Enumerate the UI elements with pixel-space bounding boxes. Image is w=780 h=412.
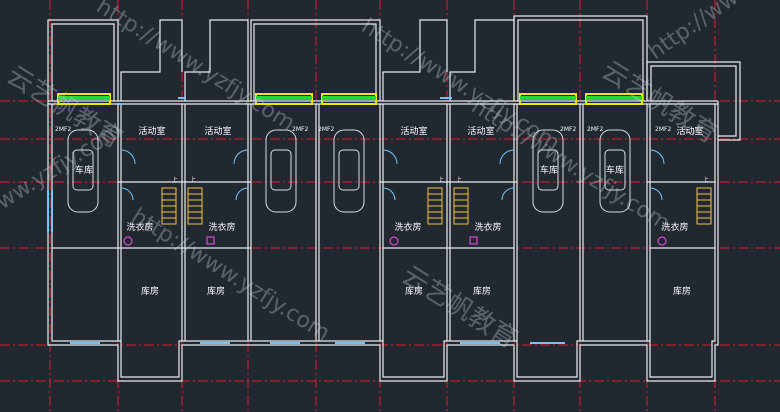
- room-activity: 活动室: [676, 125, 703, 137]
- car-icons: [67, 129, 631, 213]
- room-laundry: 洗衣房: [126, 221, 153, 233]
- stairs: [161, 187, 712, 225]
- room-activity: 活动室: [204, 125, 231, 137]
- stair-up-label: 上: [703, 176, 709, 184]
- room-laundry: 洗衣房: [208, 221, 235, 233]
- window-tag: 2MF2: [587, 126, 603, 133]
- room-storage: 库房: [207, 285, 225, 297]
- window-tag: 2MF2: [560, 126, 576, 133]
- stair-up-label: 上: [456, 176, 462, 184]
- room-storage: 库房: [405, 285, 423, 297]
- room-garage: 车库: [75, 164, 93, 176]
- watermarks: http://www.yzfjy.com http://www.yzfjy.co…: [0, 0, 780, 355]
- laundry-fixtures: [123, 236, 667, 246]
- window-tag: 2MF2: [318, 126, 334, 133]
- stair-up-label: 上: [438, 176, 444, 184]
- watermark-brand: 云艺帆教育: [596, 55, 722, 149]
- room-laundry: 洗衣房: [661, 221, 688, 233]
- walls: [47, 15, 741, 382]
- stair-up-label: 上: [190, 176, 196, 184]
- room-garage: 车库: [540, 164, 558, 176]
- room-labels: 活动室 活动室 活动室 活动室 活动室 车库 车库 车库 洗衣房 洗衣房 洗衣房…: [75, 125, 704, 297]
- room-storage: 库房: [473, 285, 491, 297]
- window-tag: 2MF2: [655, 126, 671, 133]
- window-tag: 2MF2: [292, 126, 308, 133]
- room-activity: 活动室: [467, 125, 494, 137]
- car-icon: [532, 129, 564, 213]
- watermark-url: http://www.yzfjy.com: [467, 94, 674, 236]
- room-activity: 活动室: [138, 125, 165, 137]
- side-windows: [47, 97, 565, 344]
- car-icon: [265, 129, 297, 213]
- car-icon: [599, 129, 631, 213]
- watermark-brand: 云艺帆教育: [1, 60, 127, 154]
- room-activity: 活动室: [400, 125, 427, 137]
- car-icon: [333, 129, 365, 213]
- stair-up-label: 上: [172, 176, 178, 184]
- room-storage: 库房: [673, 285, 691, 297]
- window-tags: 2MF2 2MF2 2MF2 2MF2 2MF2 2MF2: [55, 126, 671, 133]
- front-windows: [57, 93, 643, 105]
- door-swings: [120, 149, 665, 201]
- stair-up-marks: 上 上 上 上 上: [172, 176, 709, 184]
- room-storage: 库房: [141, 285, 159, 297]
- room-garage: 车库: [606, 164, 624, 176]
- room-laundry: 洗衣房: [474, 221, 501, 233]
- room-laundry: 洗衣房: [394, 221, 421, 233]
- window-tag: 2MF2: [55, 126, 71, 133]
- watermark-url: http://www.yzfjy.com: [644, 0, 780, 65]
- car-icon: [67, 129, 99, 213]
